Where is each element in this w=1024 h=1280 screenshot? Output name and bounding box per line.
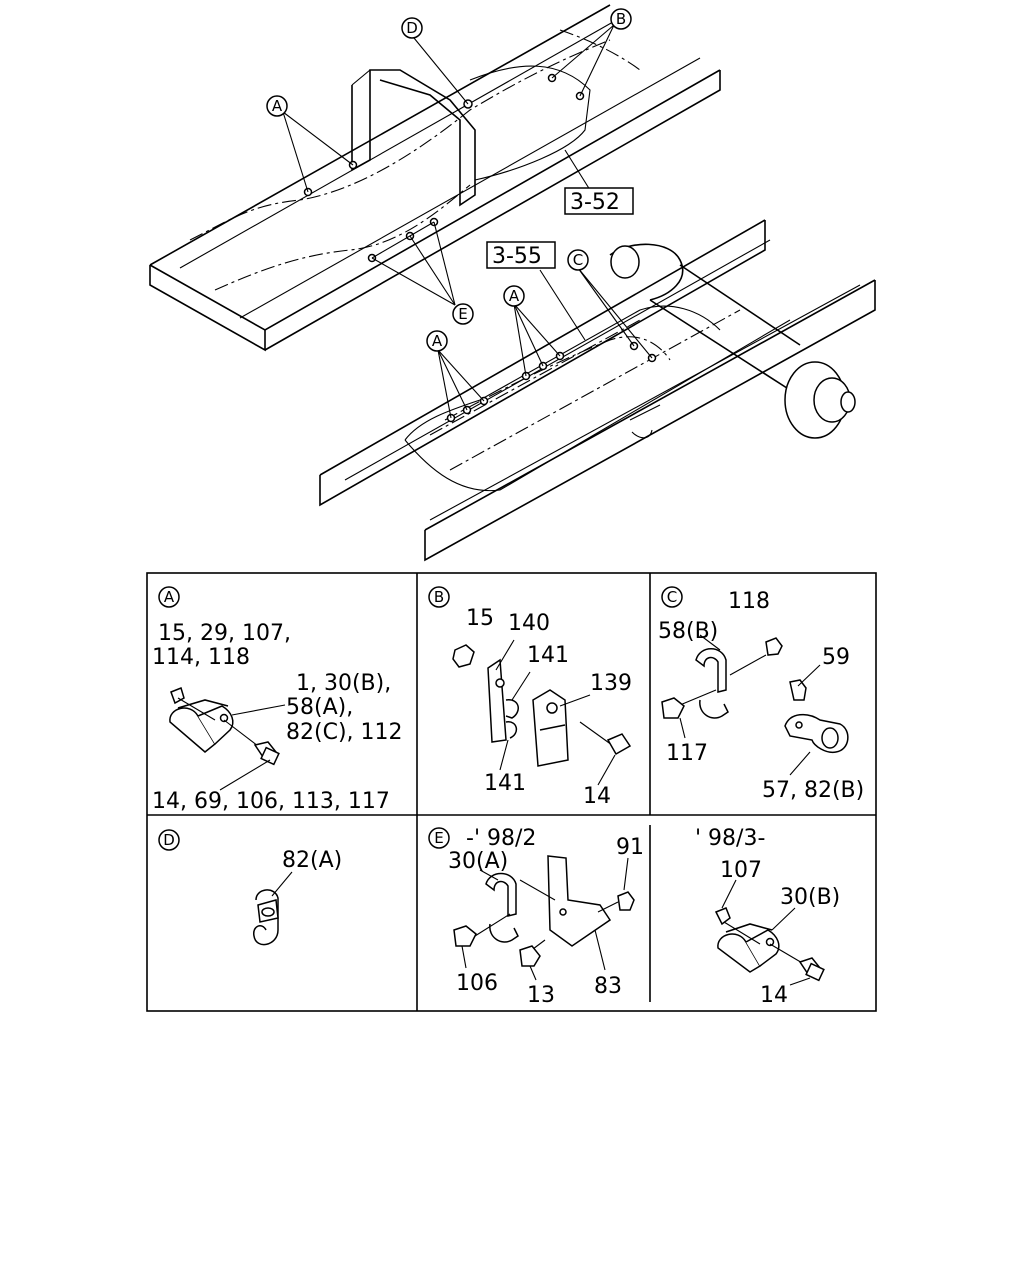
lower-frame-section bbox=[319, 219, 876, 562]
svg-text:A: A bbox=[164, 588, 175, 606]
panel-e-range-after: ' 98/3- bbox=[695, 826, 765, 851]
panel-d-letter: D bbox=[158, 829, 180, 851]
svg-text:B: B bbox=[616, 10, 626, 28]
panel-e-label-106: 106 bbox=[456, 971, 498, 996]
panel-b: B 15 140 141 139 141 14 bbox=[428, 586, 632, 809]
panel-a-label-2: 114, 118 bbox=[152, 645, 250, 670]
svg-text:A: A bbox=[272, 97, 283, 115]
panel-a-clip-drawing bbox=[169, 686, 286, 791]
svg-text:D: D bbox=[406, 19, 418, 37]
svg-text:C: C bbox=[667, 588, 677, 606]
ref-box-3-52[interactable]: 3-52 bbox=[564, 187, 634, 215]
panel-c-label-58b: 58(B) bbox=[658, 619, 718, 644]
callout-a-upper[interactable]: A bbox=[266, 95, 288, 117]
panel-e-label-83: 83 bbox=[594, 974, 622, 999]
detail-panels-grid bbox=[146, 572, 877, 1012]
panel-c-label-57-82b: 57, 82(B) bbox=[762, 778, 864, 803]
svg-text:E: E bbox=[458, 305, 467, 323]
callout-c[interactable]: C bbox=[567, 249, 589, 271]
svg-text:D: D bbox=[163, 831, 175, 849]
svg-text:3-52: 3-52 bbox=[570, 190, 620, 215]
callout-d[interactable]: D bbox=[401, 17, 423, 39]
callout-a-middle[interactable]: A bbox=[503, 285, 525, 307]
panel-e-late-drawing bbox=[714, 879, 825, 986]
panel-e-label-107: 107 bbox=[720, 858, 762, 883]
panel-e: E -' 98/2 ' 98/3- 30(A) 91 106 13 83 107… bbox=[428, 826, 840, 1008]
panel-a-label-6: 14, 69, 106, 113, 117 bbox=[152, 789, 390, 814]
panel-b-label-140: 140 bbox=[508, 611, 550, 636]
panel-b-bracket-drawing bbox=[452, 639, 632, 786]
panel-c-letter: C bbox=[661, 586, 683, 608]
panel-e-label-30a: 30(A) bbox=[448, 849, 508, 874]
panel-c-label-118: 118 bbox=[728, 589, 770, 614]
panel-e-letter: E bbox=[428, 827, 450, 849]
panel-d-label-82a: 82(A) bbox=[282, 848, 342, 873]
panel-e-range-before: -' 98/2 bbox=[466, 826, 536, 851]
panel-e-early-drawing bbox=[453, 855, 635, 981]
panel-a-label-1: 15, 29, 107, bbox=[158, 621, 291, 646]
callout-e[interactable]: E bbox=[452, 303, 474, 325]
svg-text:3-55: 3-55 bbox=[492, 244, 542, 269]
panel-b-label-14: 14 bbox=[583, 784, 611, 809]
ref-box-3-55[interactable]: 3-55 bbox=[486, 241, 556, 269]
panel-d: D 82(A) bbox=[158, 829, 342, 946]
panel-a-label-5: 82(C), 112 bbox=[286, 720, 403, 745]
panel-a: A 15, 29, 107, 114, 118 1, 30(B), 58(A),… bbox=[152, 586, 403, 814]
svg-text:A: A bbox=[509, 287, 520, 305]
panel-d-clip-drawing bbox=[253, 871, 293, 946]
panel-e-label-30b: 30(B) bbox=[780, 885, 840, 910]
panel-a-label-4: 58(A), bbox=[286, 695, 353, 720]
panel-b-letter: B bbox=[428, 586, 450, 608]
panel-a-letter: A bbox=[158, 586, 180, 608]
svg-text:C: C bbox=[573, 251, 583, 269]
chassis-overview: D B A E C A A 3-52 bbox=[149, 4, 876, 562]
panel-e-label-14: 14 bbox=[760, 983, 788, 1008]
panel-e-label-91: 91 bbox=[616, 835, 644, 860]
callout-b[interactable]: B bbox=[610, 8, 632, 30]
svg-text:A: A bbox=[432, 332, 443, 350]
panel-a-label-3: 1, 30(B), bbox=[296, 671, 391, 696]
svg-text:B: B bbox=[434, 588, 444, 606]
panel-e-label-13: 13 bbox=[527, 983, 555, 1008]
panel-c-label-59: 59 bbox=[822, 645, 850, 670]
upper-frame-section bbox=[149, 4, 721, 352]
panel-b-label-141-bottom: 141 bbox=[484, 771, 526, 796]
panel-b-label-15: 15 bbox=[466, 606, 494, 631]
panel-c-label-117: 117 bbox=[666, 741, 708, 766]
panel-c-clip-drawing bbox=[661, 634, 849, 776]
panel-c: C 118 58(B) 59 117 57, 82(B) bbox=[658, 586, 864, 803]
callout-a-lower[interactable]: A bbox=[426, 330, 448, 352]
svg-text:E: E bbox=[434, 829, 443, 847]
panel-b-label-139: 139 bbox=[590, 671, 632, 696]
panel-b-label-141-top: 141 bbox=[527, 643, 569, 668]
